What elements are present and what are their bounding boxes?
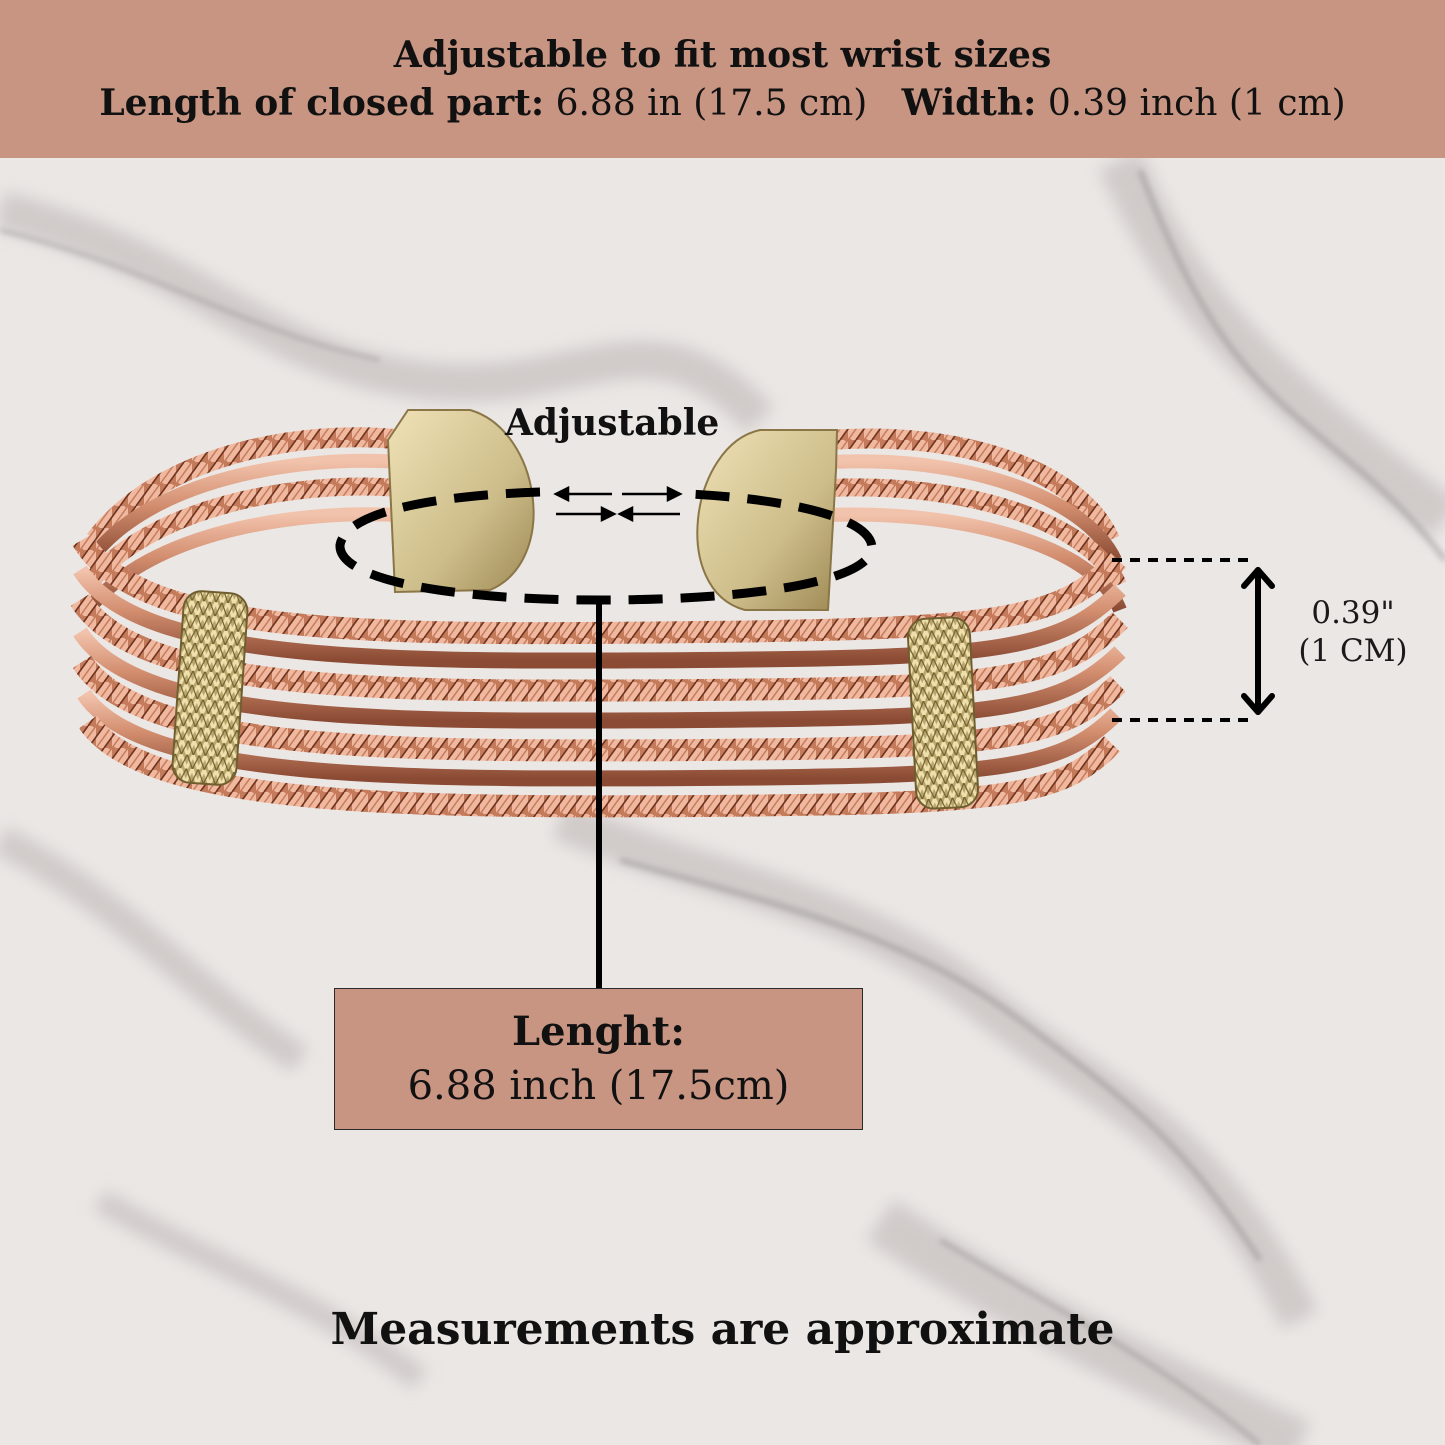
header-title: Adjustable to fit most wrist sizes bbox=[393, 33, 1052, 76]
header-dimensions: Length of closed part: 6.88 in (17.5 cm)… bbox=[99, 79, 1345, 128]
header: Adjustable to fit most wrist sizes Lengt… bbox=[0, 0, 1445, 158]
width-double-arrow-icon bbox=[1241, 567, 1275, 715]
length-callout-label: Lenght: bbox=[512, 1008, 685, 1055]
width-annotation: 0.39" (1 CM) bbox=[1278, 594, 1428, 670]
adjustable-label: Adjustable bbox=[505, 402, 720, 444]
width-inch-text: 0.39" bbox=[1311, 595, 1395, 631]
length-callout-box: Lenght: 6.88 inch (17.5cm) bbox=[334, 988, 863, 1130]
width-cm-text: (1 CM) bbox=[1298, 633, 1408, 669]
right-brass-wrap bbox=[906, 616, 980, 810]
length-callout-value: 6.88 inch (17.5cm) bbox=[407, 1063, 790, 1109]
width-value: 0.39 inch (1 cm) bbox=[1047, 82, 1346, 124]
width-measure-lines bbox=[1112, 558, 1250, 722]
approximate-note: Measurements are approximate bbox=[330, 1304, 1115, 1355]
closed-length-label: Length of closed part: bbox=[99, 81, 545, 124]
right-end-cap bbox=[696, 429, 839, 611]
header-band bbox=[0, 0, 1445, 158]
adjustable-arrows-icon bbox=[553, 485, 683, 523]
closed-length-value: 6.88 in (17.5 cm) bbox=[555, 82, 868, 124]
width-label: Width: bbox=[901, 81, 1037, 124]
back-wires bbox=[80, 427, 1127, 615]
left-brass-wrap bbox=[171, 590, 249, 786]
